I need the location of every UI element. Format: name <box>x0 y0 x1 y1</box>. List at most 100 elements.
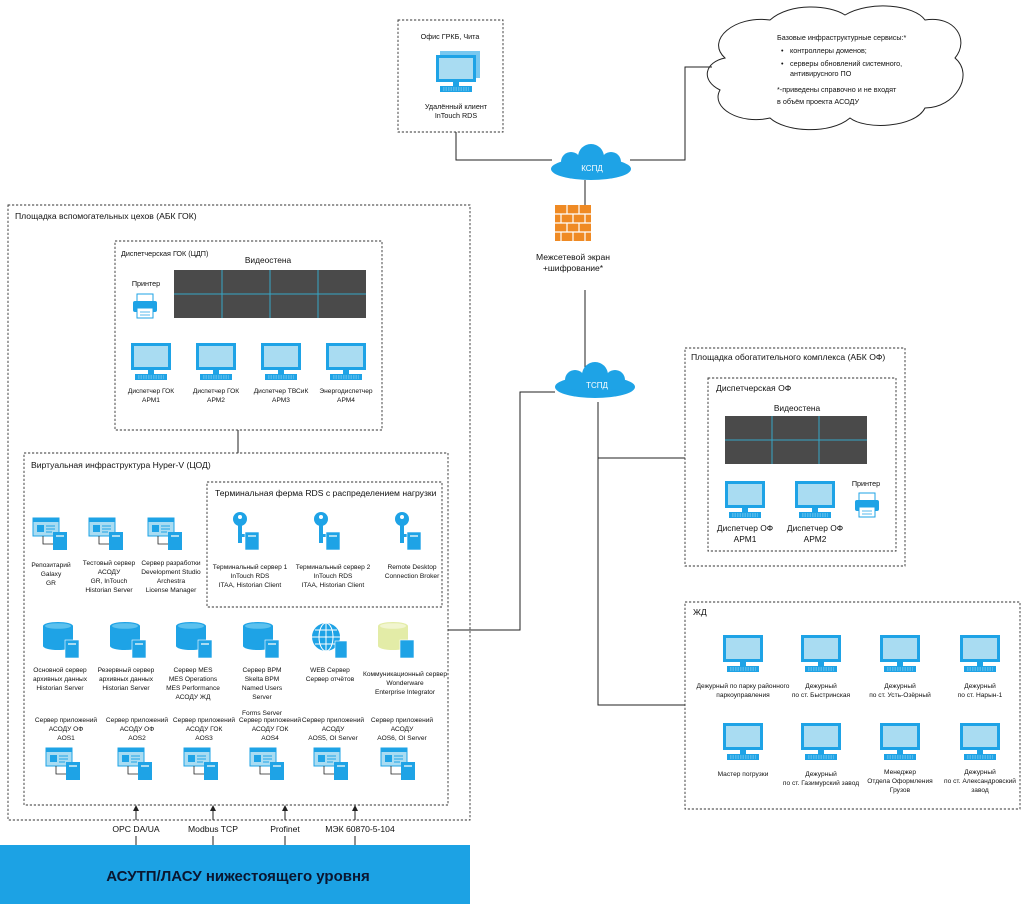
historian-backup-db-icon <box>109 621 147 659</box>
aos1-icon <box>45 747 81 781</box>
test-server-icon <box>88 517 124 551</box>
repo-l2: Galaxy <box>41 571 62 578</box>
integrator-db-icon <box>378 622 415 659</box>
db6-l3: Enterprise Integrator <box>375 689 436 696</box>
db1-l1: Основной сервер <box>33 666 87 674</box>
info-cloud-title: Базовые инфраструктурные сервисы:* <box>777 33 907 42</box>
remote-client-label: Удалённый клиент <box>425 102 488 111</box>
gok-arm3-line2: АРМ3 <box>272 397 290 404</box>
rail7-l2: Отдела Оформления <box>867 778 933 785</box>
of-printer-label: Принтер <box>852 479 880 488</box>
gok-arm1-line2: АРМ1 <box>142 397 160 404</box>
gok-control-room-title: Диспетчерская ГОК (ЦДП) <box>121 249 208 258</box>
db2-l3: Historian Server <box>102 685 150 692</box>
of-videowall <box>725 416 867 464</box>
db6-l2: Wonderware <box>386 680 424 687</box>
gok-arm3-monitor-icon <box>260 342 302 381</box>
rail3-l1: Дежурный <box>884 682 916 690</box>
virtual-infra-box <box>23 452 449 806</box>
rail5-l1: Мастер погрузки <box>718 771 769 778</box>
aos5-l1: Сервер приложений <box>302 716 365 724</box>
aos4-l2: АСОДУ ГОК <box>252 726 289 733</box>
test-l3: GR, InTouch <box>91 578 128 585</box>
gok-arm1-line1: Диспетчер ГОК <box>128 388 174 395</box>
ts2-l2: InTouch RDS <box>314 573 353 580</box>
rail8-l2: по ст. Александровский <box>944 777 1016 785</box>
db3-l2: MES Operations <box>169 676 218 683</box>
aos2-icon <box>117 747 153 781</box>
forms-server-label: Forms Server <box>242 710 283 717</box>
of-arm1-monitor-icon <box>724 480 766 519</box>
aos3-l1: Сервер приложений <box>173 716 236 724</box>
aos6-l1: Сервер приложений <box>371 716 434 724</box>
of-site-title: Площадка обогатительного комплекса (АБК … <box>691 352 885 362</box>
rail-ws7-monitor-icon <box>879 722 921 761</box>
gok-arm2-line1: Диспетчер ГОК <box>193 388 239 395</box>
gok-arm4-line2: АРМ4 <box>337 397 355 404</box>
rail-ws5-monitor-icon <box>722 722 764 761</box>
aos5-l3: AOS5, OI Server <box>308 735 358 742</box>
gok-site-title: Площадка вспомогательных цехов (АБК ГОК) <box>15 211 197 221</box>
rail-site-title: ЖД <box>693 607 707 617</box>
lower-level-band <box>0 845 470 904</box>
repo-l1: Репозитарий <box>31 561 71 569</box>
db4-l4: Server <box>252 694 272 701</box>
tspd-label: ТСПД <box>586 381 608 390</box>
of-printer-icon <box>854 492 880 518</box>
ts2-l3: ITAA, Historian Client <box>302 582 365 589</box>
rdcb-l1: Remote Desktop <box>387 564 436 571</box>
gok-printer-label: Принтер <box>132 279 160 288</box>
firewall-label-1: Межсетевой экран <box>536 252 610 262</box>
kspd-label: КСПД <box>581 164 603 173</box>
terminal-server-2-key-icon <box>313 511 341 551</box>
aos5-l2: АСОДУ <box>322 726 345 733</box>
dev-l1: Сервер разработки <box>141 559 201 567</box>
aos3-l3: AOS3 <box>195 735 213 742</box>
firewall-label-2: +шифрование* <box>543 263 604 273</box>
dev-l3: Archestra <box>157 578 186 585</box>
protocol-opc: OPC DA/UA <box>112 824 160 834</box>
rail7-l3: Грузов <box>890 787 911 794</box>
test-l4: Historian Server <box>85 587 133 594</box>
web-server-globe-icon <box>312 622 348 659</box>
of-arm2-line1: Диспетчер ОФ <box>787 523 843 533</box>
aos1-l2: АСОДУ ОФ <box>49 726 84 733</box>
aos4-icon <box>249 747 285 781</box>
gok-arm4-line1: Энергодиспетчер <box>319 388 372 395</box>
info-cloud-bullet1: контроллеры доменов; <box>790 46 867 55</box>
rail1-l1: Дежурный по парку районного <box>697 682 790 690</box>
info-bullet-2: • <box>781 59 784 68</box>
aos6-l2: АСОДУ <box>391 726 414 733</box>
terminal-server-1-key-icon <box>232 511 260 551</box>
of-control-room-title: Диспетчерская ОФ <box>716 383 792 393</box>
virtual-infra-title: Виртуальная инфраструктура Hyper-V (ЦОД) <box>31 460 211 470</box>
dev-l4: License Manager <box>146 587 197 594</box>
aos2-l3: AOS2 <box>128 735 146 742</box>
of-arm2-line2: АРМ2 <box>804 534 827 544</box>
terminal-farm-box <box>206 481 443 608</box>
gok-arm2-line2: АРМ2 <box>207 397 225 404</box>
db3-l1: Сервер MES <box>174 667 214 674</box>
info-cloud-bullet2a: серверы обновлений системного, <box>790 59 902 68</box>
protocol-modbus: Modbus TCP <box>188 824 238 834</box>
aos6-l3: AOS6, OI Server <box>377 735 427 742</box>
aos2-l2: АСОДУ ОФ <box>120 726 155 733</box>
remote-client-label-2: InTouch RDS <box>435 111 478 120</box>
ts2-l1: Терминальный сервер 2 <box>296 563 371 571</box>
of-arm2-monitor-icon <box>794 480 836 519</box>
db6-l1: Коммуникационный сервер <box>363 670 447 678</box>
ts1-l3: ITAA, Historian Client <box>219 582 282 589</box>
rail6-l2: по ст. Газимурский завод <box>783 779 859 787</box>
firewall-icon <box>555 205 591 241</box>
historian-main-db-icon <box>42 621 80 659</box>
test-l1: Тестовый сервер <box>83 559 136 567</box>
aos3-l2: АСОДУ ГОК <box>186 726 223 733</box>
mes-db-icon <box>175 621 213 659</box>
info-cloud-bullet2b: антивирусного ПО <box>790 69 852 78</box>
rail8-l1: Дежурный <box>964 768 996 776</box>
rail8-l3: завод <box>971 787 989 794</box>
aos1-l1: Сервер приложений <box>35 716 98 724</box>
repository-server-icon <box>32 517 68 551</box>
rail7-l1: Менеджер <box>884 769 916 776</box>
